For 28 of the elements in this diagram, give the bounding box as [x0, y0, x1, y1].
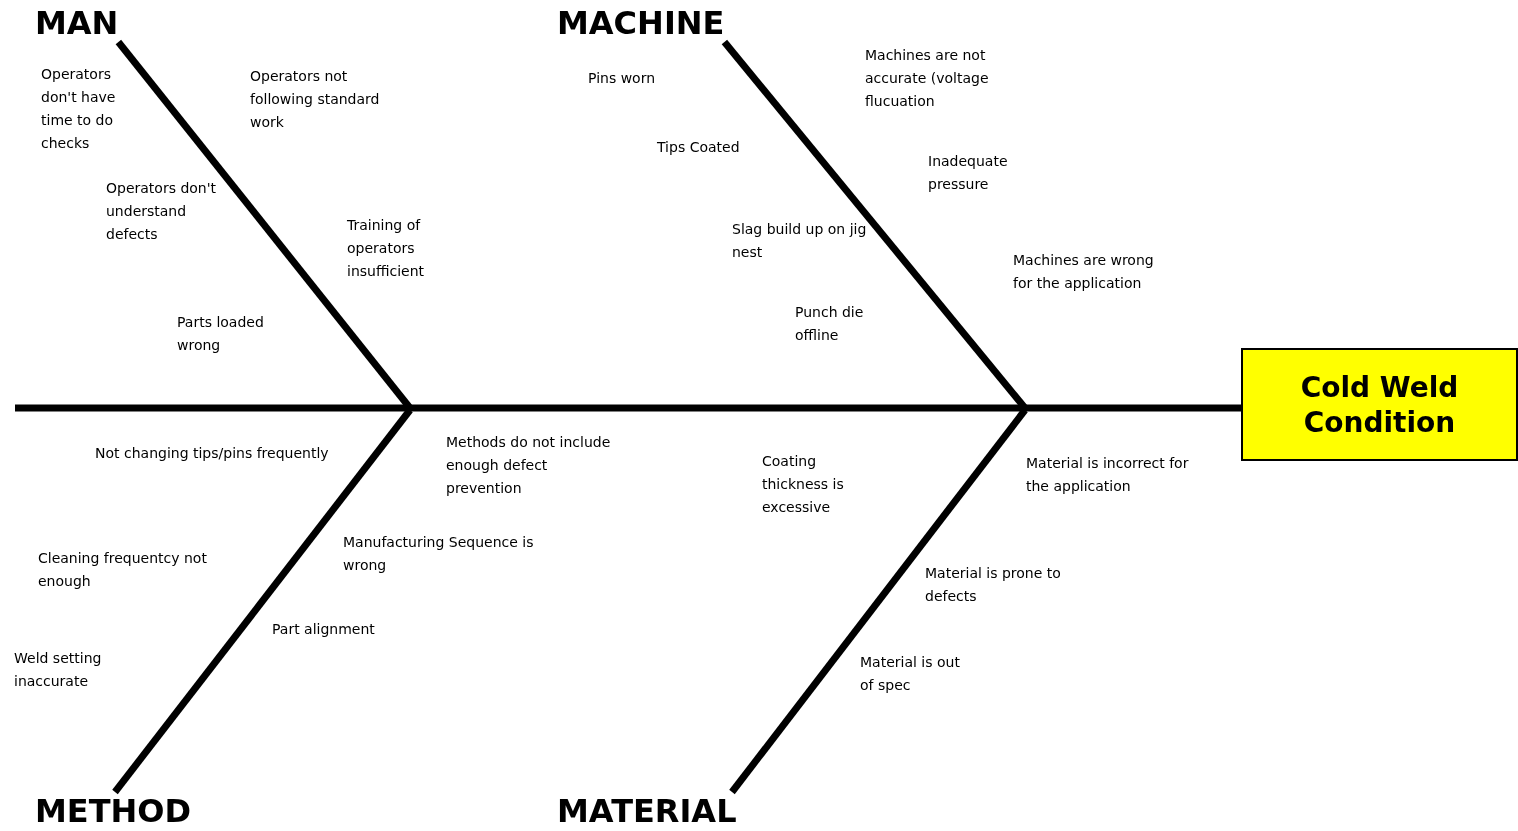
cause-text: Machines are wrong for the application — [1013, 251, 1155, 293]
effect-box — [1241, 348, 1518, 461]
cause-text: Material is out of spec — [860, 653, 961, 695]
cause-text: Machines are not accurate (voltage flucuation — [865, 46, 990, 111]
cause-text: Part alignment — [272, 620, 375, 639]
cause-text: Operators not following standard work — [250, 67, 381, 132]
category-heading: MAN — [35, 4, 119, 42]
cause-text: Parts loaded wrong — [177, 313, 265, 355]
cause-text: Operators don't have time to do checks — [41, 65, 117, 153]
cause-text: Slag build up on jig nest — [732, 220, 868, 262]
category-heading: MACHINE — [557, 4, 725, 42]
cause-text: Pins worn — [588, 69, 656, 88]
cause-text: Not changing tips/pins frequently — [95, 444, 330, 463]
cause-text: Punch die offline — [795, 303, 865, 345]
cause-text: Coating thickness is excessive — [762, 452, 845, 517]
cause-text: Material is incorrect for the application — [1026, 454, 1190, 496]
cause-text: Operators don't understand defects — [106, 179, 218, 244]
category-heading: MATERIAL — [557, 792, 737, 830]
cause-text: Methods do not include enough defect prevention — [446, 433, 612, 498]
cause-text: Tips Coated — [657, 138, 740, 157]
cause-text: Inadequate pressure — [928, 152, 1009, 194]
cause-text: Cleaning frequentcy not enough — [38, 549, 208, 591]
category-heading: METHOD — [35, 792, 192, 830]
cause-text: Manufacturing Sequence is wrong — [343, 533, 535, 575]
cause-text: Training of operators insufficient — [347, 216, 426, 281]
effect-label: Cold Weld Condition — [1299, 369, 1460, 440]
cause-text: Material is prone to defects — [925, 564, 1062, 606]
cause-text: Weld setting inaccurate — [14, 649, 103, 691]
